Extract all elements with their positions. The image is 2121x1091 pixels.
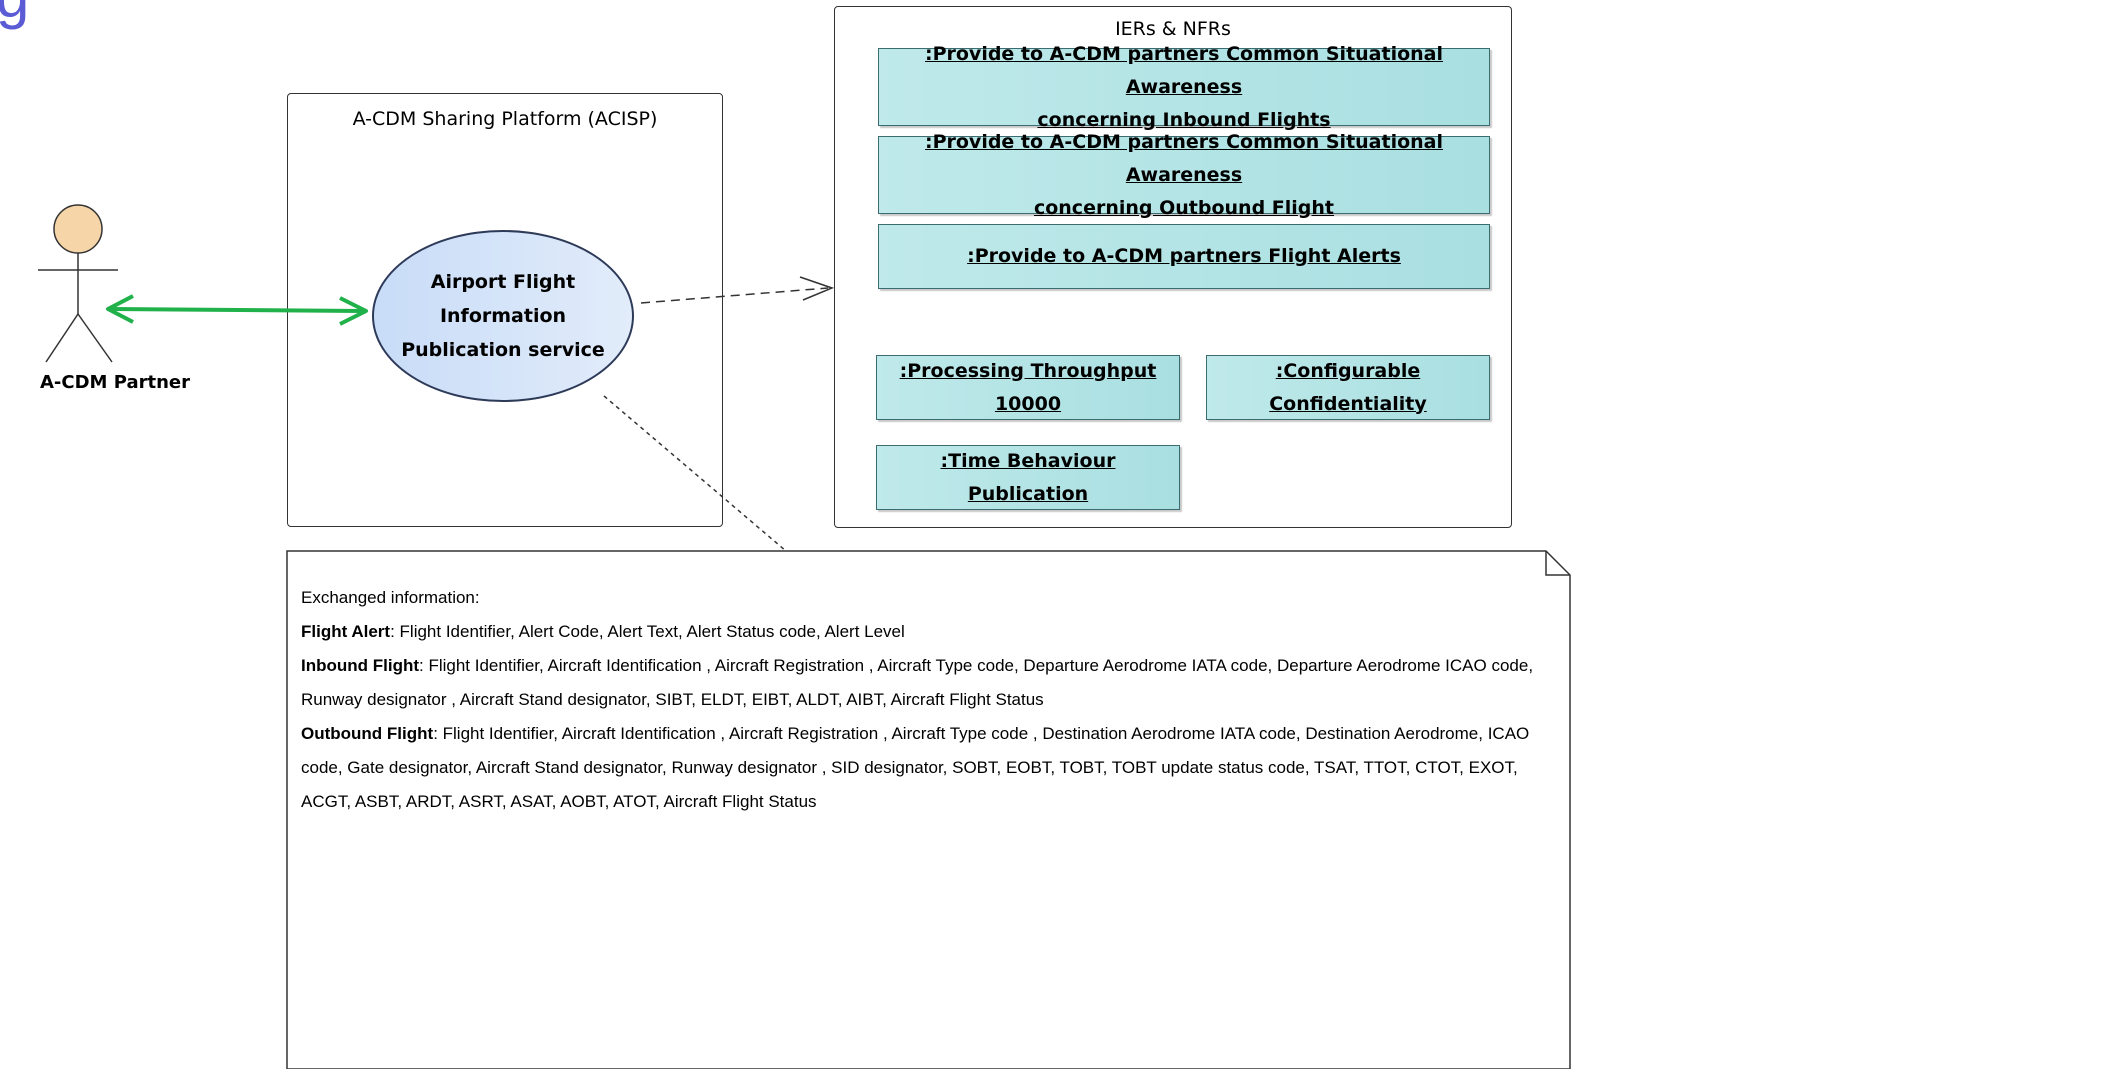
connectors-layer [38, 204, 1571, 1069]
note-inbound: Inbound Flight: Flight Identifier, Aircr… [301, 649, 1551, 717]
note-outbound-text: : Flight Identifier, Aircraft Identifica… [301, 724, 1530, 811]
requirement-inbound-line1: :Provide to A-CDM partners Common Situat… [924, 42, 1444, 98]
note-flight-alert-label: Flight Alert [301, 622, 391, 641]
usecase-line1: Airport Flight Information [430, 271, 576, 327]
usecase-airport-flight-information[interactable]: Airport Flight Information Publication s… [372, 230, 634, 402]
requirement-configurable-confidentiality-label: :Configurable Confidentiality [1269, 359, 1427, 415]
note-flight-alert-text: : Flight Identifier, Alert Code, Alert T… [390, 622, 905, 641]
note-flight-alert: Flight Alert: Flight Identifier, Alert C… [301, 615, 1551, 649]
note-text: Exchanged information: Flight Alert: Fli… [301, 581, 1551, 819]
association-line [111, 307, 363, 313]
requirement-flight-alerts-label: :Provide to A-CDM partners Flight Alerts [967, 245, 1401, 267]
requirement-time-behaviour-label: :Time Behaviour Publication [940, 449, 1116, 505]
requirement-inbound-line2: concerning Inbound Flights [1037, 108, 1331, 131]
dependency-arrowhead [799, 276, 835, 301]
usecase-line2: Publication service [401, 339, 605, 361]
exchanged-information-note: Exchanged information: Flight Alert: Fli… [287, 551, 1570, 1091]
requirement-configurable-confidentiality[interactable]: :Configurable Confidentiality [1206, 355, 1490, 420]
requirement-outbound-line2: concerning Outbound Flight [1033, 196, 1335, 219]
dependency-line [640, 287, 829, 304]
requirement-outbound[interactable]: :Provide to A-CDM partners Common Situat… [878, 131, 1490, 219]
note-heading: Exchanged information: [301, 588, 480, 607]
note-outline [286, 550, 1571, 1069]
note-anchor-line [603, 395, 787, 552]
platform-frame-title: A-CDM Sharing Platform (ACISP) [352, 108, 658, 130]
requirement-processing-throughput[interactable]: :Processing Throughput 10000 [876, 355, 1180, 420]
requirement-outbound-line1: :Provide to A-CDM partners Common Situat… [924, 130, 1444, 186]
page-title: g [0, 0, 29, 31]
iers-frame-title: IERs & NFRs [1115, 18, 1231, 40]
note-outbound-label: Outbound Flight [301, 724, 434, 743]
requirement-processing-throughput-label: :Processing Throughput 10000 [899, 359, 1157, 415]
actor-label: A-CDM Partner [40, 372, 190, 393]
requirement-flight-alerts[interactable]: :Provide to A-CDM partners Flight Alerts [878, 224, 1490, 289]
requirement-time-behaviour[interactable]: :Time Behaviour Publication [876, 445, 1180, 510]
note-inbound-text: : Flight Identifier, Aircraft Identifica… [301, 656, 1534, 709]
association-arrowhead-right [339, 296, 368, 326]
actor-icon [38, 204, 118, 363]
note-outbound: Outbound Flight: Flight Identifier, Airc… [301, 717, 1551, 819]
association-arrowhead-left [106, 294, 134, 324]
requirement-inbound[interactable]: :Provide to A-CDM partners Common Situat… [878, 43, 1490, 131]
note-fold-corner [1545, 551, 1570, 576]
note-inbound-label: Inbound Flight [301, 656, 420, 675]
